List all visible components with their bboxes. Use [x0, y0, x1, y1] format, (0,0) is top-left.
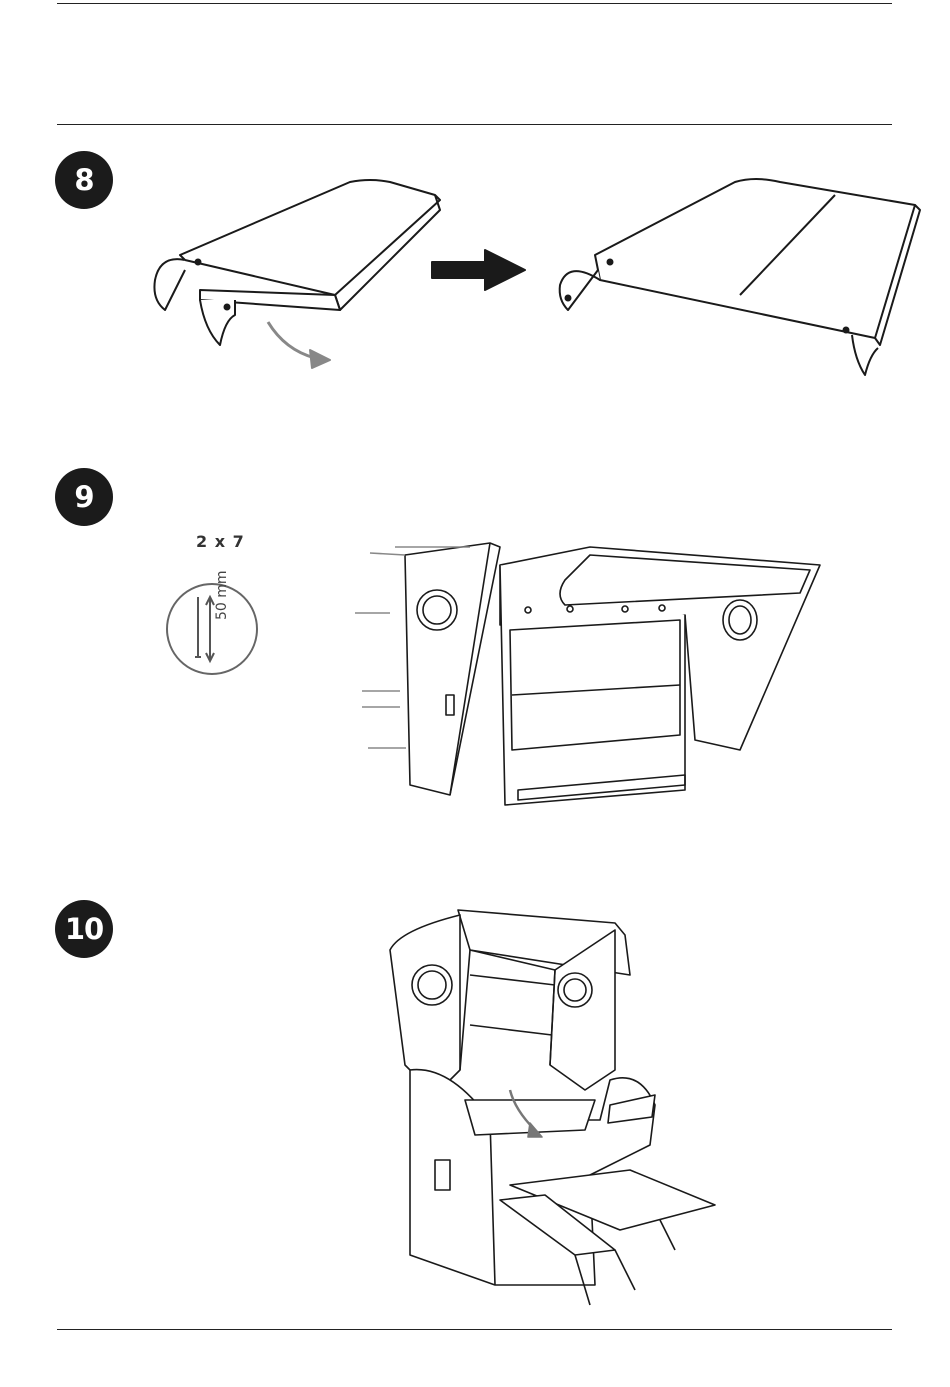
footer-rule	[57, 1329, 892, 1330]
step-number: 8	[74, 163, 93, 197]
step-number: 10	[65, 912, 103, 946]
canopy-fold-illustration	[140, 170, 930, 385]
screw-length-label: 50 mm	[214, 570, 230, 620]
top-rule	[57, 3, 892, 4]
screw-icon	[166, 583, 258, 675]
step-badge-9: 9	[55, 468, 113, 526]
step-badge-10: 10	[55, 900, 113, 958]
assembled-beach-chair-illustration	[380, 905, 725, 1310]
header-rule	[57, 124, 892, 125]
step-number: 9	[74, 480, 93, 514]
right-arrow-icon	[432, 250, 525, 290]
side-panel-screw-illustration	[350, 535, 830, 820]
screw-quantity: 2 x 7	[196, 532, 245, 551]
step-badge-8: 8	[55, 151, 113, 209]
